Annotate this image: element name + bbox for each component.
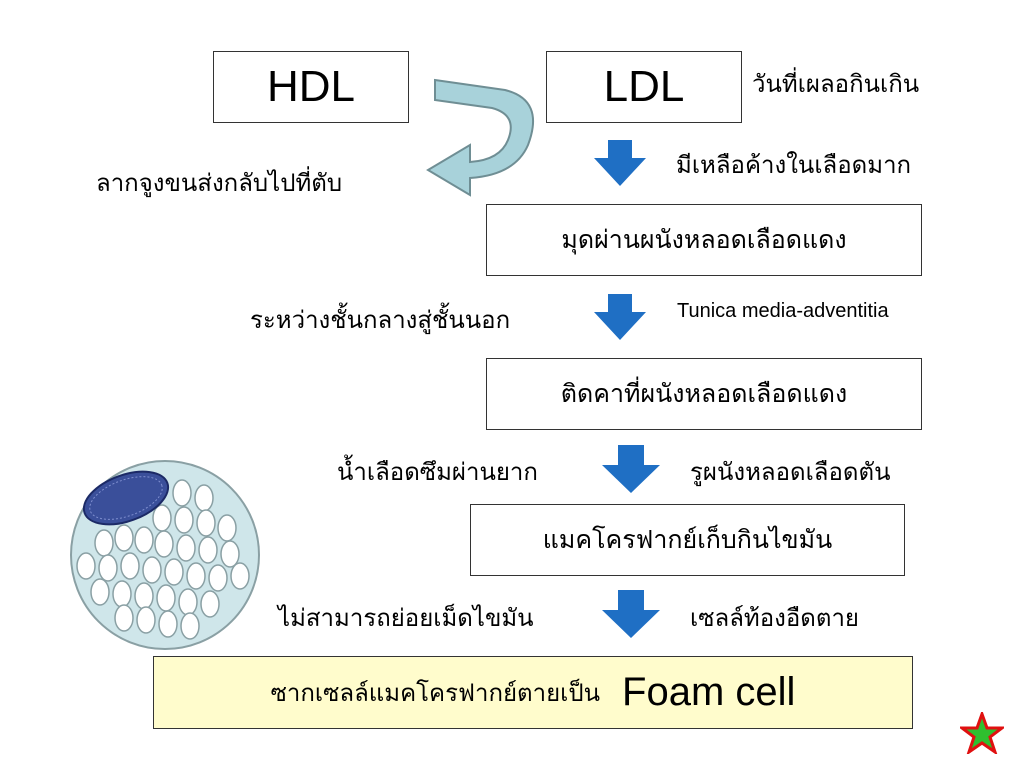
star-icon (960, 712, 1004, 754)
step2-box: มุดผ่านผนังหลอดเลือดแดง (486, 204, 922, 276)
down-arrow-2 (594, 294, 646, 340)
lipid-droplets (76, 479, 250, 640)
down-arrow-1 (594, 140, 646, 186)
step3-box: ติดคาที่ผนังหลอดเลือดแดง (486, 358, 922, 430)
hdl-box: HDL (213, 51, 409, 123)
foam-cell-term: Foam cell (622, 670, 796, 714)
down-arrow-3 (602, 445, 660, 493)
step4-text: แมคโครฟากย์เก็บกินไขมัน (542, 525, 833, 554)
hdl-label: HDL (266, 62, 356, 111)
step3-right-note: รูผนังหลอดเลือดตัน (690, 458, 891, 486)
foam-cell-illustration (70, 460, 260, 650)
step3-text: ติดคาที่ผนังหลอดเลือดแดง (560, 379, 848, 408)
ldl-label: LDL (603, 62, 685, 111)
step4-right-note: เซลล์ท้องอืดตาย (690, 604, 859, 632)
down-arrow-4 (602, 590, 660, 638)
curved-return-arrow (426, 78, 534, 197)
step2-right-note: Tunica media-adventitia (677, 300, 889, 322)
step2-text: มุดผ่านผนังหลอดเลือดแดง (561, 225, 847, 254)
step4-box: แมคโครฟากย์เก็บกินไขมัน (470, 504, 905, 576)
step1-note: มีเหลือค้างในเลือดมาก (676, 151, 912, 179)
nucleus (82, 470, 170, 526)
ldl-box: LDL (546, 51, 742, 123)
step4-left-note: ไม่สามารถย่อยเม็ดไขมัน (278, 604, 534, 632)
final-text: ซากเซลล์แมคโครฟากย์ตายเป็น (270, 679, 601, 707)
hdl-note: ลากจูงขนส่งกลับไปที่ตับ (96, 169, 343, 197)
foam-cell-box: ซากเซลล์แมคโครฟากย์ตายเป็น Foam cell (153, 656, 913, 729)
ldl-note: วันที่เผลอกินเกิน (752, 70, 920, 98)
step3-left-note: น้ำเลือดซึมผ่านยาก (337, 458, 538, 486)
step2-left-note: ระหว่างชั้นกลางสู่ชั้นนอก (250, 306, 511, 334)
